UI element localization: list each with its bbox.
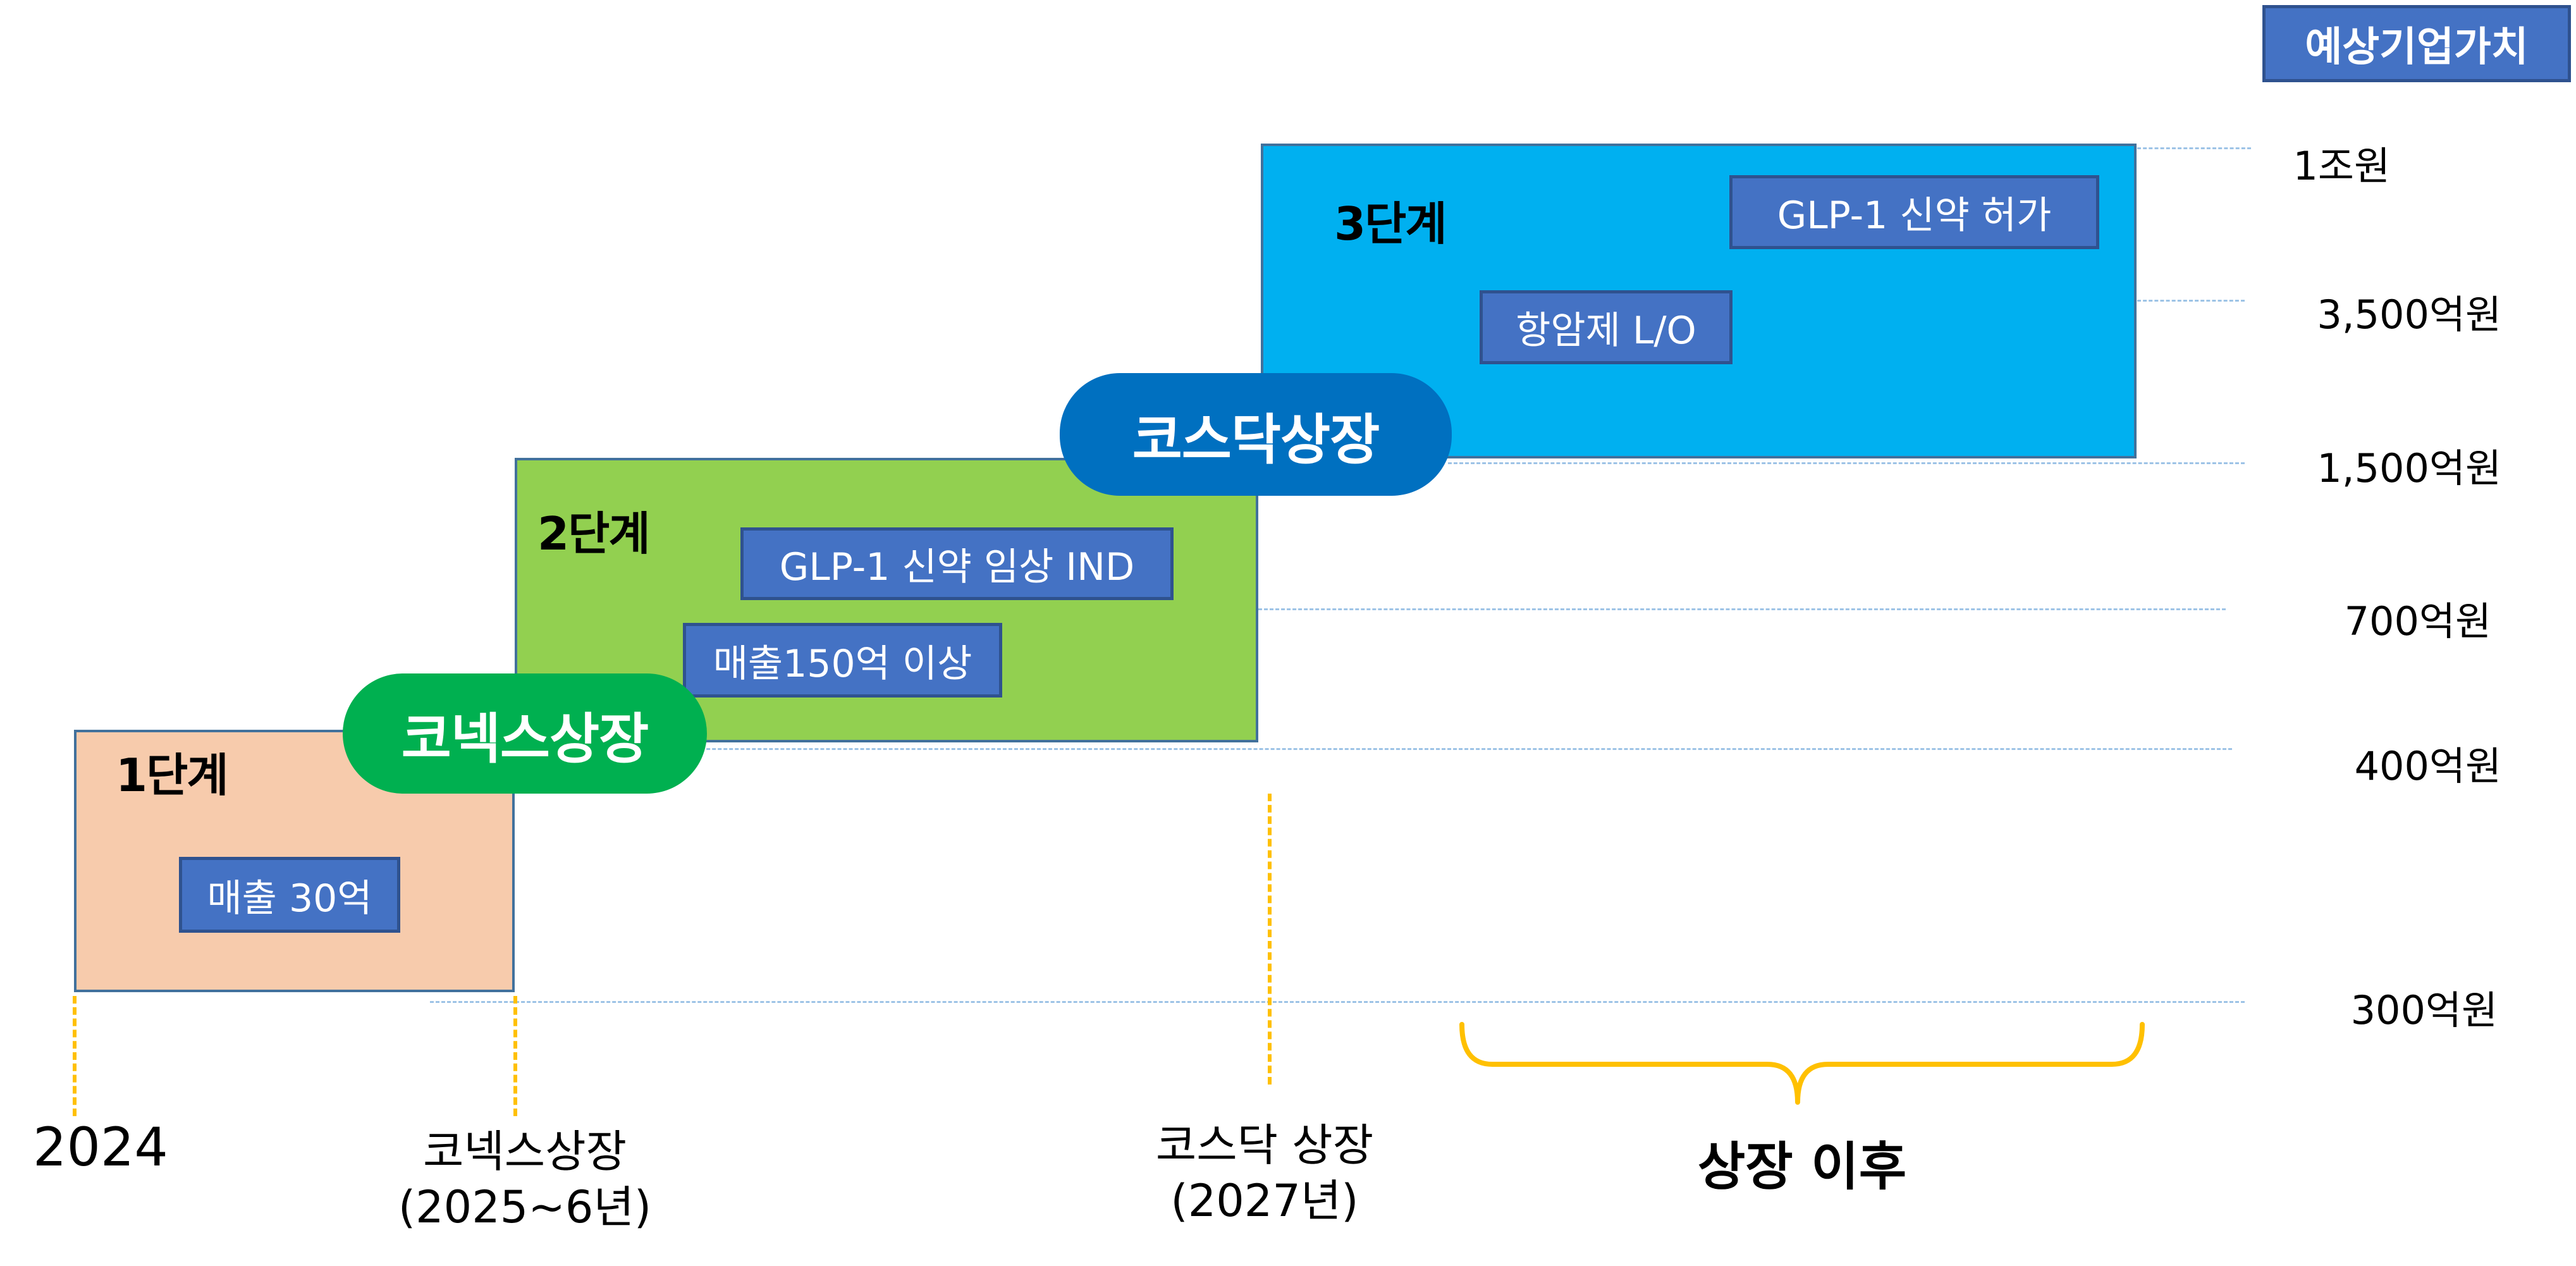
timeline-kosdaq-label: 코스닥 상장 (2027년) <box>1132 1118 1397 1229</box>
stage-1-title: 1단계 <box>116 749 229 802</box>
valuation-label-1-trillion: 1조원 <box>2293 143 2390 189</box>
timeline-kosdaq-title: 코스닥 상장 <box>1155 1119 1374 1171</box>
timeline-konex-title: 코넥스상장 <box>423 1126 627 1177</box>
timeline-konex-label: 코넥스상장 (2025~6년) <box>392 1124 658 1235</box>
stage-3-tag-glp1-approval: GLP-1 신약 허가 <box>1729 175 2099 249</box>
guide-line-1-trillion <box>2137 147 2251 149</box>
konex-listing-pill: 코넥스상장 <box>343 673 707 794</box>
valuation-label-400: 400억원 <box>2354 743 2501 789</box>
guide-line-400 <box>632 748 2232 750</box>
timeline-marker-konex <box>513 996 517 1116</box>
valuation-label-700: 700억원 <box>2344 598 2491 644</box>
stage-2-tag-glp1-ind: GLP-1 신약 임상 IND <box>740 527 1174 600</box>
stage-1-tag-sales-30: 매출 30억 <box>179 857 400 933</box>
timeline-marker-kosdaq <box>1268 794 1272 1085</box>
timeline-after-listing-label: 상장 이후 <box>1697 1137 1907 1197</box>
guide-line-1500 <box>1448 462 2245 464</box>
stage-2-title: 2단계 <box>537 507 651 560</box>
timeline-year-start: 2024 <box>33 1116 168 1178</box>
valuation-legend: 예상기업가치 <box>2262 5 2571 82</box>
guide-line-300 <box>430 1001 2245 1003</box>
valuation-label-300: 300억원 <box>2350 987 2498 1033</box>
guide-line-700 <box>1258 608 2226 610</box>
timeline-kosdaq-period: (2027년) <box>1170 1174 1359 1227</box>
stage-2-tag-sales-150: 매출150억 이상 <box>683 623 1002 698</box>
stage-3-tag-anticancer-lo: 항암제 L/O <box>1480 290 1733 364</box>
valuation-label-1500: 1,500억원 <box>2317 445 2501 491</box>
timeline-konex-period: (2025~6년) <box>398 1181 652 1233</box>
guide-line-3500 <box>2137 300 2245 302</box>
kosdaq-listing-pill: 코스닥상장 <box>1060 373 1452 496</box>
post-listing-brace <box>1459 1022 2145 1105</box>
timeline-marker-2024 <box>73 996 77 1116</box>
stage-3-title: 3단계 <box>1334 197 1447 250</box>
valuation-label-3500: 3,500억원 <box>2317 292 2501 338</box>
